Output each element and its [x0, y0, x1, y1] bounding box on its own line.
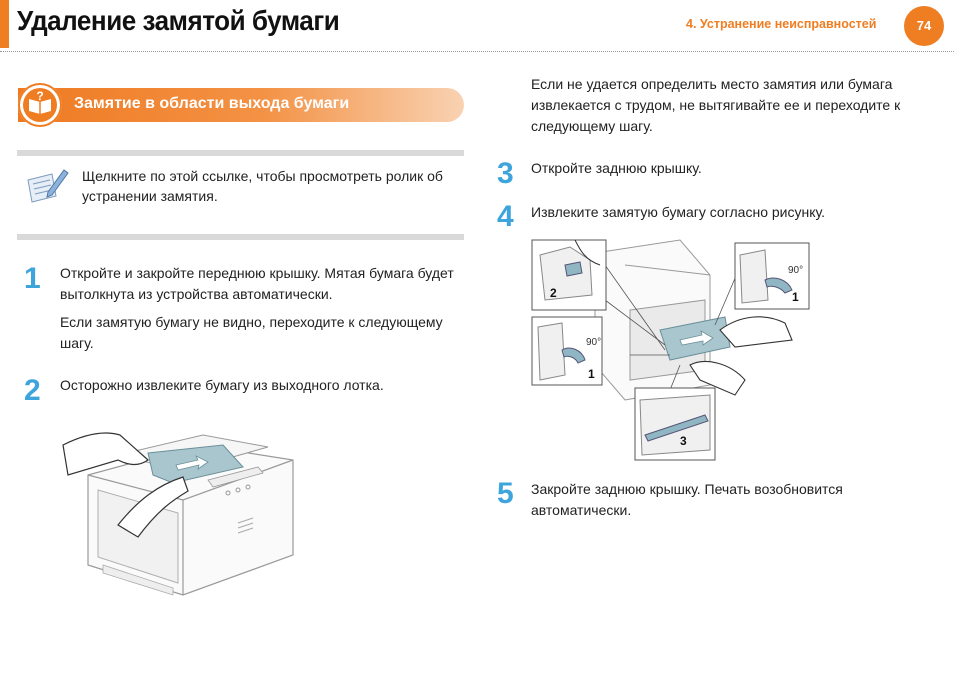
- angle-label: 90°: [788, 265, 803, 276]
- section-header-bar: [18, 88, 464, 122]
- right-intro-text: Если не удается определить место замятия…: [531, 76, 901, 134]
- printer-output-tray-illustration: [58, 405, 308, 605]
- svg-text:?: ?: [36, 89, 43, 103]
- step-2-text: Осторожно извлеките бумагу из выходного …: [60, 377, 384, 393]
- section-title: Замятие в области выхода бумаги: [74, 95, 350, 112]
- chapter-link[interactable]: 4. Устранение неисправностей: [686, 17, 877, 31]
- video-note-box: [17, 150, 464, 240]
- note-pencil-icon: [26, 166, 70, 206]
- step-number: 5: [497, 477, 514, 510]
- page-title: Удаление замятой бумаги: [17, 5, 340, 36]
- page-number-badge: 74: [904, 6, 944, 46]
- step-1-text: Откройте и закройте переднюю крышку. Мят…: [60, 265, 454, 302]
- callout-label: 1: [588, 367, 595, 381]
- callout-label: 2: [550, 286, 557, 300]
- header-divider: [0, 51, 954, 52]
- note-top-rule: [17, 150, 464, 156]
- step-5-text: Закройте заднюю крышку. Печать возобнови…: [531, 481, 843, 518]
- video-note-link[interactable]: Щелкните по этой ссылке, чтобы просмотре…: [82, 168, 443, 204]
- step-number: 2: [24, 374, 41, 407]
- rear-cover-jam-illustration: 2 90° 1 90° 1 3: [530, 235, 815, 463]
- step-3-text: Откройте заднюю крышку.: [531, 160, 702, 176]
- step-1-note: Если замятую бумагу не видно, переходите…: [60, 314, 443, 351]
- callout-label: 3: [680, 434, 687, 448]
- step-number: 3: [497, 157, 514, 190]
- step-4-text: Извлеките замятую бумагу согласно рисунк…: [531, 204, 825, 220]
- step-number: 1: [24, 262, 41, 295]
- step-number: 4: [497, 200, 514, 233]
- angle-label: 90°: [586, 337, 601, 348]
- help-book-icon: ?: [18, 83, 62, 127]
- callout-label: 1: [792, 290, 799, 304]
- header-accent-bar: [0, 0, 9, 48]
- note-bottom-rule: [17, 234, 464, 240]
